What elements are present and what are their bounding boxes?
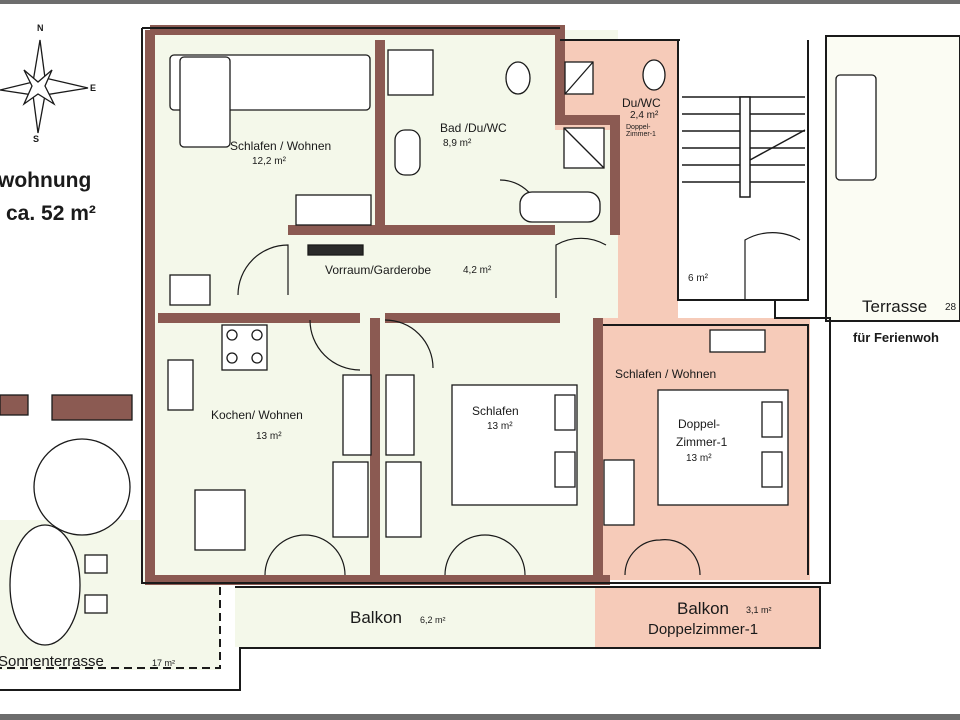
room-area: 2,4 m² (630, 110, 659, 121)
room-area: 13 m² (256, 431, 282, 442)
sonnenterrasse-name: Sonnenterrasse (0, 653, 104, 670)
balkon-name: Balkon (350, 608, 402, 627)
room-area: 13 m² (487, 421, 513, 432)
terrasse-area: 28 (945, 302, 957, 313)
room-area: 4,2 m² (463, 265, 492, 276)
walls (145, 25, 620, 585)
terrasse-note: für Ferienwoh (853, 330, 939, 345)
top-border (0, 0, 960, 4)
balkon-dz-name: Balkon (677, 599, 729, 618)
title-line2: ca. 52 m² (6, 202, 96, 225)
compass-e: E (90, 83, 97, 93)
balkon-area (235, 587, 595, 647)
room-name: Doppel- (678, 417, 721, 431)
room-note: Doppel-Zimmer-1 (626, 124, 656, 138)
room-name: Du/WC (622, 96, 661, 110)
sonnenterrasse-area: 17 m² (152, 658, 176, 668)
balkon-dz-note: Doppelzimmer-1 (648, 621, 759, 638)
room-name: Vorraum/Garderobe (325, 263, 432, 277)
furniture (0, 49, 877, 646)
room-name: Kochen/ Wohnen (211, 408, 303, 422)
room-area: 13 m² (686, 453, 712, 464)
title-line1: wohnung (0, 169, 92, 192)
room-name: Schlafen / Wohnen (615, 367, 717, 381)
balkon-dz-area: 3,1 m² (746, 605, 772, 615)
room-area: 6 m² (688, 273, 708, 284)
compass-s: S (33, 134, 40, 144)
room-area: 12,2 m² (252, 156, 286, 167)
balkon-dz-area (595, 587, 820, 647)
compass-rose-icon (0, 39, 89, 134)
bottom-border (0, 714, 960, 720)
room-area: 8,9 m² (443, 138, 472, 149)
wall-lines (0, 27, 831, 691)
doors (237, 179, 801, 576)
room-name: Zimmer-1 (676, 435, 728, 449)
balkon-area: 6,2 m² (420, 615, 446, 625)
room-name: Schlafen / Wohnen (230, 139, 332, 153)
terrasse-name: Terrasse (862, 297, 928, 316)
room-name: Bad /Du/WC (440, 121, 507, 135)
staircase (682, 96, 806, 198)
compass-n: N (37, 23, 44, 33)
room-name: Schlafen (472, 404, 519, 418)
